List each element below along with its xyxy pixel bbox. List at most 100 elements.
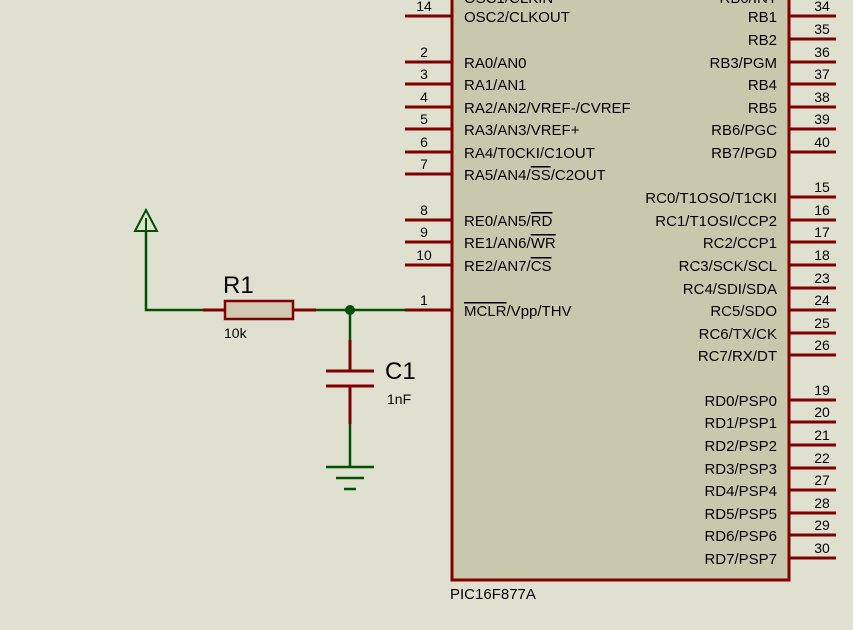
power-terminal[interactable]	[133, 207, 159, 232]
left-pin-label: MCLR/Vpp/THV	[464, 303, 572, 320]
wire-power-to-r1	[144, 231, 203, 312]
left-pin-label: RE2/AN7/CS	[464, 258, 552, 275]
right-pin-number: 37	[814, 66, 830, 82]
left-pin-number: 3	[420, 66, 428, 82]
left-pin-label: RA0/AN0	[464, 55, 527, 72]
ground-icon[interactable]	[326, 465, 374, 491]
left-pin-number: 4	[420, 89, 428, 105]
c1-ref-label: C1	[385, 358, 416, 385]
right-pin-number: 26	[814, 337, 830, 353]
partial-top-left-label: OSC1/CLKIN	[464, 0, 553, 7]
left-pin-number: 8	[420, 202, 428, 218]
r1-ref-label: R1	[223, 272, 254, 299]
left-pin-number: 9	[420, 224, 428, 240]
right-pin-group: 34RB135RB236RB3/PGM37RB438RB539RB6/PGC40…	[645, 0, 836, 568]
right-pin-label: RB3/PGM	[709, 55, 777, 72]
right-pin-label: RB6/PGC	[711, 122, 777, 139]
right-pin-number: 18	[814, 247, 830, 263]
r1-body	[223, 299, 295, 321]
right-pin-label: RD3/PSP3	[704, 461, 777, 478]
right-pin-number: 29	[814, 517, 830, 533]
left-pin-label: RA1/AN1	[464, 77, 527, 94]
right-pin-number: 24	[814, 292, 830, 308]
left-pin-label: RE1/AN6/WR	[464, 235, 556, 252]
wires	[144, 231, 405, 466]
right-pin-label: RB4	[748, 77, 777, 94]
right-pin-number: 21	[814, 427, 830, 443]
left-pin-label: RA3/AN3/VREF+	[464, 122, 580, 139]
left-pin-label: OSC2/CLKOUT	[464, 9, 570, 26]
right-pin-number: 36	[814, 44, 830, 60]
right-pin-label: RB1	[748, 9, 777, 26]
left-pin-number: 10	[416, 247, 432, 263]
left-pin-number: 2	[420, 44, 428, 60]
right-pin-number: 34	[814, 0, 830, 14]
right-pin-label: RD5/PSP5	[704, 506, 777, 523]
right-pin-label: RC7/RX/DT	[698, 348, 777, 365]
right-pin-number: 28	[814, 495, 830, 511]
right-pin-number: 17	[814, 224, 830, 240]
right-pin-number: 30	[814, 540, 830, 556]
capacitor-c1[interactable]: C1 1nF	[326, 340, 416, 424]
left-pin-group: 14OSC2/CLKOUT2RA0/AN03RA1/AN14RA2/AN2/VR…	[405, 0, 631, 320]
partial-top-right-label: RB0/INT	[719, 0, 777, 7]
right-pin-number: 27	[814, 472, 830, 488]
right-pin-number: 16	[814, 202, 830, 218]
left-pin-label: RA2/AN2/VREF-/CVREF	[464, 100, 631, 117]
right-pin-label: RB5	[748, 100, 777, 117]
right-pin-label: RD0/PSP0	[704, 393, 777, 410]
chip-body[interactable]	[450, 0, 791, 582]
right-pin-label: RC1/T1OSI/CCP2	[655, 213, 777, 230]
right-pin-label: RB2	[748, 32, 777, 49]
resistor-r1[interactable]: R1 10k	[203, 272, 316, 341]
left-pin-number: 6	[420, 134, 428, 150]
right-pin-label: RC6/TX/CK	[699, 326, 777, 343]
right-pin-label: RC2/CCP1	[703, 235, 777, 252]
right-pin-number: 38	[814, 89, 830, 105]
right-pin-number: 19	[814, 382, 830, 398]
right-pin-number: 15	[814, 179, 830, 195]
c1-value-label: 1nF	[387, 391, 411, 407]
right-pin-label: RB7/PGD	[711, 145, 777, 162]
right-pin-number: 39	[814, 111, 830, 127]
left-pin-number: 5	[420, 111, 428, 127]
junction-dot	[345, 305, 355, 315]
right-pin-label: RC4/SDI/SDA	[683, 281, 777, 298]
left-pin-label: RA5/AN4/SS/C2OUT	[464, 167, 606, 184]
